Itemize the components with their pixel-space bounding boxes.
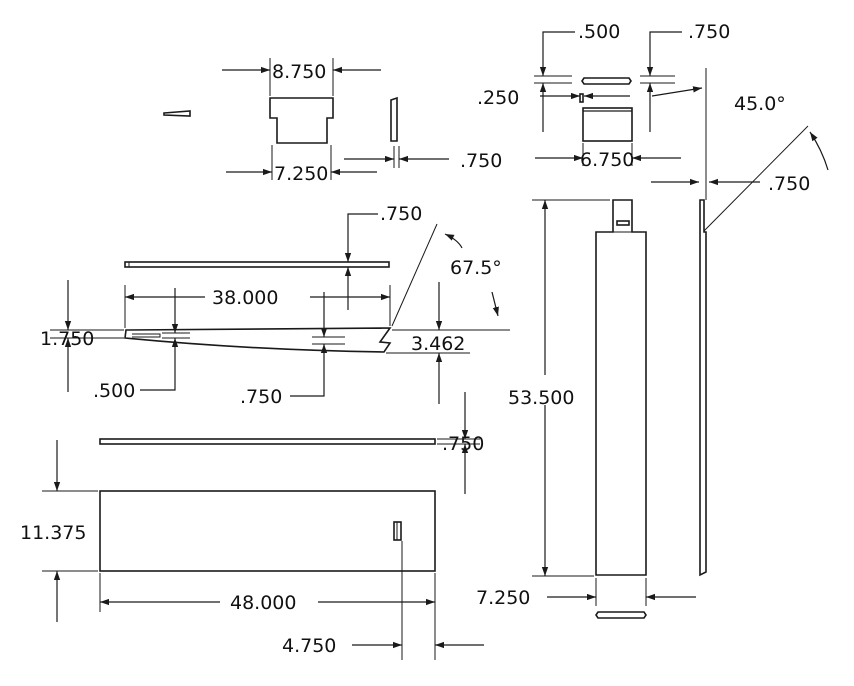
dim-label-bevel-size: .750 bbox=[768, 173, 810, 195]
ext-line bbox=[702, 125, 809, 233]
dim-label-rail-length: 38.000 bbox=[212, 287, 278, 309]
panel-top-strip-part bbox=[99, 438, 436, 445]
hinge-group: .500 .750 .250 6.750 45.0° .750 bbox=[477, 21, 829, 233]
dim-leader bbox=[646, 31, 682, 76]
rail-part bbox=[124, 327, 392, 353]
leg-group: 53.500 7.250 bbox=[476, 199, 707, 619]
dim-leader bbox=[344, 213, 378, 262]
dim-label-leg-length: 53.500 bbox=[508, 387, 574, 409]
dim-leader bbox=[539, 31, 575, 76]
dim-label-panel-slot-offset: 4.750 bbox=[282, 635, 336, 657]
dim-label-panel-top-thickness: .750 bbox=[442, 433, 484, 455]
dim-label-rail-height: 1.750 bbox=[40, 328, 94, 350]
hinge-strip-part bbox=[581, 77, 632, 85]
rail-slot-left bbox=[132, 333, 161, 338]
dim-label-rail-thickness: .750 bbox=[380, 203, 422, 225]
panel-part bbox=[99, 490, 436, 572]
leg-part bbox=[595, 199, 647, 576]
dim-label-hinge-width: .500 bbox=[578, 21, 620, 43]
dim-label-hinge-gap: .750 bbox=[688, 21, 730, 43]
dim-label-panel-width: 48.000 bbox=[230, 592, 296, 614]
dim-label-rail-slot-a: .500 bbox=[93, 380, 135, 402]
dim-arrow bbox=[491, 291, 499, 317]
leg-foot-strip-part bbox=[595, 611, 647, 619]
dim-label-bevel-angle: 45.0° bbox=[734, 93, 786, 115]
dim-label-hinge-thickness: .250 bbox=[477, 87, 519, 109]
dim-label-hinge-block-width: 6.750 bbox=[580, 149, 634, 171]
dim-arc bbox=[444, 233, 463, 249]
dim-label-rail-end-height: 3.462 bbox=[411, 333, 465, 355]
dim-label-top-width: 8.750 bbox=[272, 61, 326, 83]
dim-arc bbox=[809, 131, 829, 171]
dim-leader bbox=[140, 338, 179, 391]
dim-leader bbox=[290, 344, 328, 397]
dim-label-rail-angle: 67.5° bbox=[450, 257, 502, 279]
hinge-block-part bbox=[582, 107, 633, 142]
rail-strip-part bbox=[124, 261, 390, 268]
small-wedge-part bbox=[163, 110, 191, 117]
top-bracket-group: 8.750 7.250 .750 bbox=[163, 58, 502, 185]
dim-label-rail-slot-b: .750 bbox=[240, 386, 282, 408]
dim-label-panel-height: 11.375 bbox=[20, 522, 86, 544]
dim-arrow bbox=[651, 86, 703, 97]
dim-label-leg-width: 7.250 bbox=[476, 587, 530, 609]
leg-side-strip-part bbox=[699, 199, 707, 577]
rail-group: .750 67.5° 38.000 1.750 .500 .750 bbox=[40, 203, 510, 408]
leg-tenon-slot bbox=[616, 220, 630, 226]
top-bracket-part bbox=[269, 97, 334, 144]
dim-label-top-side-thickness: .750 bbox=[460, 150, 502, 172]
hinge-pin-part bbox=[579, 93, 584, 103]
top-side-strip-part bbox=[390, 96, 398, 142]
ext-line bbox=[391, 223, 438, 327]
panel-group: .750 11.375 48.000 4.750 bbox=[20, 392, 484, 660]
dim-label-top-base-width: 7.250 bbox=[274, 163, 328, 185]
